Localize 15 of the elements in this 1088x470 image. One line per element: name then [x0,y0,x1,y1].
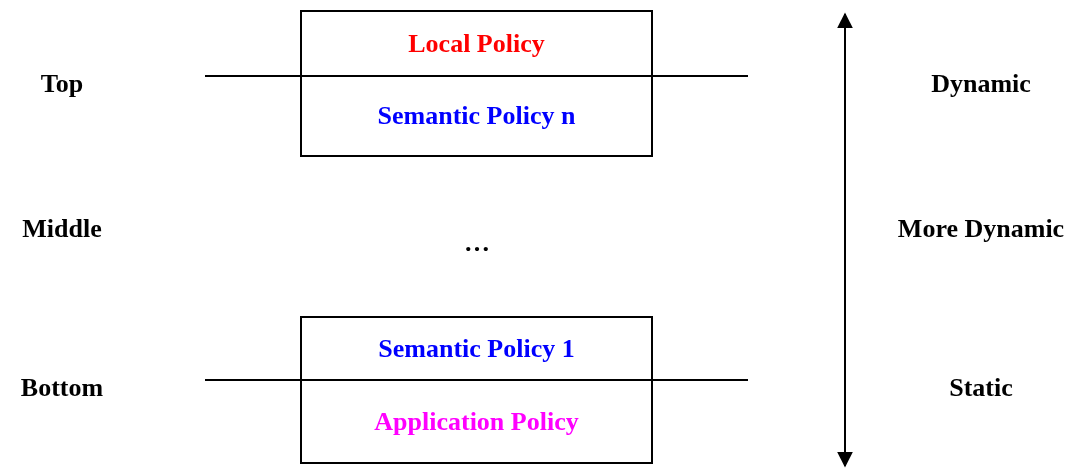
layer-label: Dynamic [931,69,1031,99]
policy-label: Application Policy [374,406,579,437]
policy-label: Semantic Policy 1 [378,333,575,364]
layer-label: Middle [22,214,102,244]
policy-box [300,75,653,157]
policy-box [300,379,653,464]
ellipsis: … [464,228,490,258]
layer-label: Static [949,373,1013,403]
policy-label: Local Policy [408,28,545,59]
layer-label: Bottom [20,373,104,403]
policy-box [300,316,653,381]
policy-label: Semantic Policy n [377,101,576,131]
layer-label: More Dynamic [897,214,1065,244]
policy-box [300,10,653,77]
layer-label: Top [40,69,84,99]
